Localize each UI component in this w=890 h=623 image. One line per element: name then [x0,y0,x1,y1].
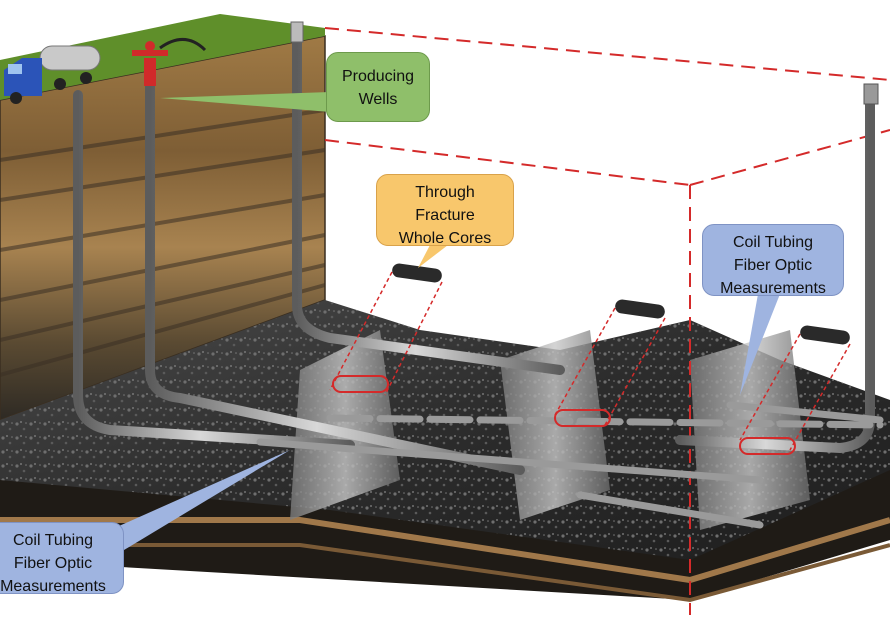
callout-line: Through [415,184,475,201]
callout-line: Coil Tubing [732,234,814,251]
producing-wells-pointer [160,92,330,112]
wellhead-icon [132,38,207,86]
fracture-planes [290,330,810,530]
fiber-optic-callout-left: Coil Tubing Fiber Optic Measurements [0,522,124,595]
fiber-left-pointer [110,450,290,550]
callout-line: Producing [341,68,415,85]
callout-line: Measurements [0,578,106,595]
tanker-truck-icon [4,45,101,104]
callout-line: Wells [358,91,398,108]
fiber-right-pointer [740,294,780,395]
fiber-optic-callout-right: Coil Tubing Fiber Optic Measurements [702,224,844,297]
producing-wells-callout: Producing Wells [326,52,430,122]
lateral-pipes [73,23,884,529]
wellhead-icon [863,83,879,105]
whole-core-icon [329,263,443,396]
through-fracture-cores-callout: Through Fracture Whole Cores [376,174,514,247]
callout-line: Fracture [415,207,475,224]
callout-line: Fiber Optic [733,257,813,274]
callout-line: Measurements [720,280,826,297]
whole-core-icon [554,299,666,427]
reservoir-boundary [324,27,890,615]
callout-line: Whole Cores [398,230,492,247]
callout-line: Coil Tubing [12,532,94,549]
whole-core-icon [739,325,851,455]
callout-line: Fiber Optic [13,555,93,572]
wellhead-icon [290,21,304,43]
cores-pointer [418,245,448,268]
